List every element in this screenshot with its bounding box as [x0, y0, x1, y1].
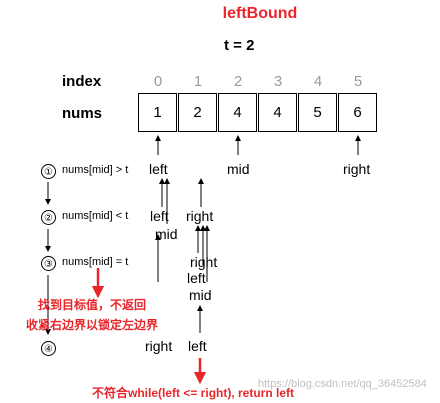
exit-note: 不符合while(left <= right), return left [92, 386, 295, 400]
found-note-line2: 收紧右边界以锁定左边界 [26, 318, 159, 332]
pointer-label-mid: mid [227, 161, 250, 177]
step-marker-2: ② [41, 210, 56, 225]
step-marker-1: ① [41, 164, 56, 179]
pointer-label-right: right [343, 161, 371, 177]
step-condition-2: nums[mid] < t [62, 210, 129, 222]
pointer-label-right: right [190, 254, 218, 270]
array-cell: 4 [258, 93, 297, 132]
index-label: 2 [233, 73, 243, 90]
nums-header: nums [62, 105, 103, 122]
index-header: index [62, 73, 102, 90]
array-cell: 4 [218, 93, 257, 132]
array-cell: 6 [338, 93, 377, 132]
index-label: 0 [153, 73, 163, 90]
diagram-title: leftBound [222, 5, 298, 22]
array-cell: 1 [138, 93, 177, 132]
pointer-label-left: left [150, 208, 169, 224]
pointer-label-left: left [149, 161, 168, 177]
pointer-label-left: left [187, 270, 206, 286]
index-label: 3 [273, 73, 283, 90]
watermark: https://blog.csdn.net/qq_36452584 [258, 378, 427, 390]
step-condition-1: nums[mid] > t [62, 164, 129, 176]
pointer-label-right: right [186, 208, 214, 224]
step-marker-4: ④ [41, 341, 56, 356]
index-label: 5 [353, 73, 363, 90]
array-cell: 2 [178, 93, 217, 132]
pointer-label-left: left [188, 338, 207, 354]
index-label: 4 [313, 73, 323, 90]
pointer-label-mid: mid [155, 226, 178, 242]
target-value: t = 2 [224, 37, 255, 54]
found-note-line1: 找到目标值，不返回 [38, 298, 147, 312]
pointer-label-right: right [145, 338, 173, 354]
step-marker-3: ③ [41, 256, 56, 271]
index-label: 1 [193, 73, 203, 90]
step-condition-3: nums[mid] = t [62, 256, 129, 268]
array-cell: 5 [298, 93, 337, 132]
pointer-label-mid: mid [189, 287, 212, 303]
